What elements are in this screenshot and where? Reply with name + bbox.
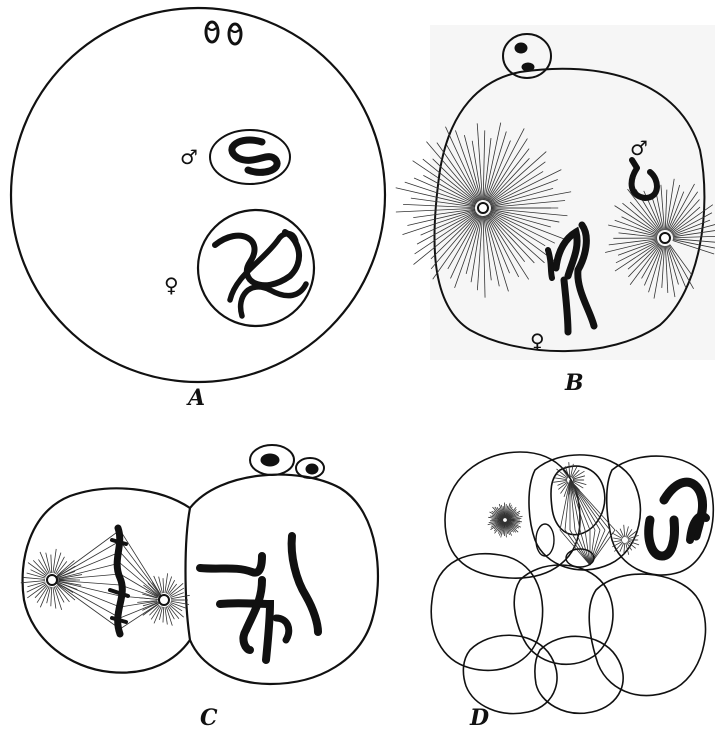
panel-label-b: B	[564, 370, 584, 396]
chromosomes-d	[649, 482, 706, 556]
male-symbol-b: ♂	[630, 136, 648, 160]
vesicle-d	[536, 524, 554, 556]
chromosomes-right-c	[200, 536, 318, 660]
panel-label-d: D	[469, 705, 489, 730]
mitotic-spindle-c	[52, 530, 164, 629]
centrosome-right-c	[159, 595, 169, 605]
panel-b: ♂ ♀ B	[396, 25, 715, 396]
panel-d: D	[431, 452, 713, 730]
female-symbol-a: ♀	[164, 273, 179, 297]
panel-c: C	[21, 445, 378, 730]
centrosome-left-b	[478, 203, 488, 213]
panel-a: ♂ ♀ A	[11, 8, 385, 411]
female-pronucleus-a	[198, 210, 314, 326]
centrosome-left-c	[47, 575, 57, 585]
male-symbol-a: ♂	[180, 145, 198, 169]
centrosome-right-b	[660, 233, 670, 243]
panel-label-a: A	[186, 385, 205, 411]
polar-bodies-a	[206, 22, 241, 44]
blastomere-right-c	[186, 475, 378, 684]
spindle-d	[553, 462, 639, 565]
female-symbol-b: ♀	[530, 329, 545, 353]
egg-cell-a	[11, 8, 385, 382]
panel-label-c: C	[200, 705, 218, 730]
spiky-aster-d	[488, 503, 523, 538]
polar-bodies-c	[250, 445, 324, 478]
male-pronucleus-a	[210, 130, 290, 184]
